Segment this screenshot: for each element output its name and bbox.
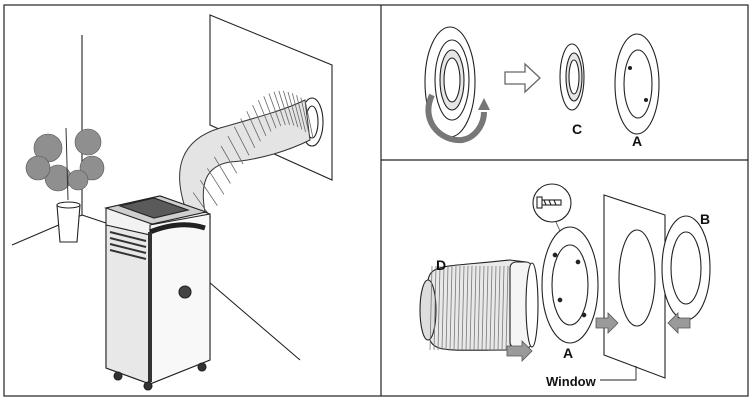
- hose-rib: [296, 95, 306, 133]
- plant-pot: [56, 204, 81, 243]
- label-a-top: A: [632, 133, 642, 149]
- hose-rib: [257, 99, 272, 132]
- ac-wheel: [113, 371, 123, 381]
- top-right-panel: [424, 26, 660, 144]
- hose-d-rib: [497, 265, 501, 351]
- hose-rib: [287, 91, 299, 128]
- hose-d-rib: [481, 265, 485, 351]
- hose-d-rib: [505, 265, 509, 351]
- hose-d: [419, 259, 539, 351]
- hose-d-rib: [473, 265, 477, 351]
- hose-rib: [273, 91, 286, 126]
- part-a-bottom: [541, 226, 599, 344]
- bottom-right-panel: [419, 183, 711, 381]
- hose-rib: [283, 90, 295, 126]
- ac-grille: [109, 231, 147, 260]
- hose-rib: [213, 156, 231, 184]
- hose-d-rib: [489, 265, 493, 351]
- ac-wheel: [143, 381, 153, 391]
- screw-icon: [532, 183, 572, 223]
- hose-d-rib: [445, 265, 449, 351]
- hose-rib: [246, 111, 261, 142]
- label-a-bottom: A: [563, 345, 573, 361]
- assembly-arrow-icon: [667, 312, 691, 334]
- hose-d-rib: [493, 265, 497, 351]
- hose-rib: [268, 93, 282, 127]
- hose-d-rib: [465, 265, 469, 351]
- hose-d-rib: [429, 265, 433, 351]
- label-c: C: [572, 121, 582, 137]
- hose-rib: [291, 93, 303, 130]
- hose-rib: [300, 97, 310, 135]
- hose-rib: [304, 99, 314, 139]
- floor-line-right: [194, 269, 301, 361]
- part-b: [661, 215, 711, 321]
- hose-d-rib: [477, 265, 481, 351]
- portable-ac-unit: [103, 195, 211, 391]
- hose-d-rib: [457, 265, 461, 351]
- hose-rib: [220, 145, 238, 174]
- hose-d-rib: [461, 265, 465, 351]
- hose-rib: [278, 90, 291, 126]
- hose-d-rib: [485, 265, 489, 351]
- ac-control-panel: [118, 197, 190, 219]
- adapter-assembled: [424, 26, 476, 138]
- hose-rib: [240, 118, 256, 148]
- part-a-top: [614, 33, 660, 135]
- assembly-arrow-icon: [506, 340, 533, 362]
- panel-frames: [3, 4, 749, 397]
- hose-d-rib: [441, 265, 445, 351]
- ac-wheel: [197, 362, 207, 372]
- window-panel-hole: [618, 229, 656, 327]
- hose-d-rib: [433, 265, 437, 351]
- hose-d-rib: [453, 265, 457, 351]
- ac-exhaust-port: [178, 285, 192, 299]
- hose-rib: [263, 96, 277, 129]
- hose-rib: [199, 180, 218, 206]
- hose-rib: [233, 126, 250, 156]
- outer-frame: [3, 4, 749, 397]
- plant-icon: [25, 127, 105, 243]
- label-window: Window: [546, 374, 597, 389]
- label-d: D: [436, 257, 446, 273]
- hose-d-rib: [469, 265, 473, 351]
- hose-d-rib: [501, 265, 505, 351]
- hose-d-rib: [449, 265, 453, 351]
- hose-rib: [207, 168, 225, 195]
- rotate-arrow-icon: [425, 93, 487, 144]
- exhaust-hose: [179, 90, 314, 230]
- hose-rib: [227, 135, 244, 165]
- label-b: B: [700, 211, 710, 227]
- assembly-arrow-icon: [595, 312, 619, 334]
- hose-ribs: [185, 90, 314, 230]
- part-c: [559, 43, 585, 111]
- hose-rib: [252, 104, 267, 136]
- right-arrow-icon: [504, 62, 541, 94]
- window-leader-line: [600, 366, 637, 381]
- hose-d-rib: [437, 265, 441, 351]
